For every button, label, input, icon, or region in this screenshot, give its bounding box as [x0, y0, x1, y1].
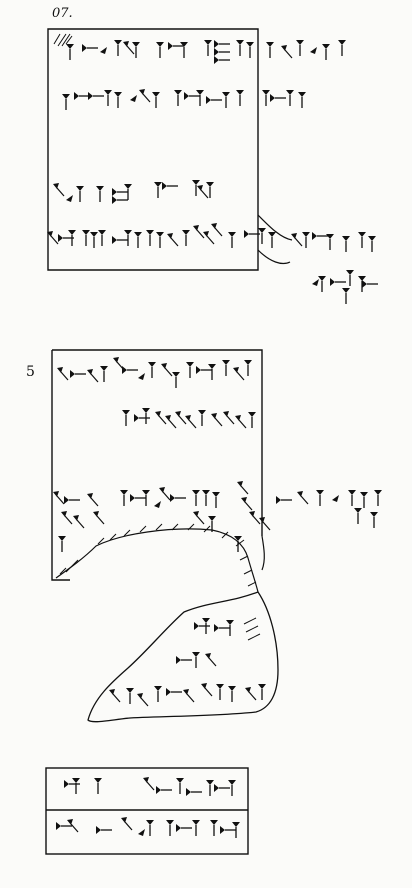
obverse-line-2	[61, 88, 307, 111]
seal-line-1	[63, 776, 237, 797]
seal-impression	[45, 767, 249, 855]
obverse-tablet	[47, 28, 293, 271]
obverse-line-5	[312, 269, 379, 305]
obverse-line-3	[52, 179, 215, 205]
reverse-line-4	[57, 507, 379, 553]
fragment-signs	[108, 617, 267, 707]
obverse-line-1	[65, 39, 347, 65]
tablet-fragment	[87, 591, 279, 723]
reverse-tablet	[51, 349, 265, 593]
reverse-line-2	[121, 407, 257, 429]
reverse-line-3	[52, 480, 383, 525]
page-number: 07.	[52, 6, 73, 21]
line-number-marker: 5	[26, 364, 35, 380]
seal-line-2	[55, 816, 241, 839]
reverse-line-1	[56, 356, 253, 389]
obverse-line-4	[46, 222, 377, 253]
